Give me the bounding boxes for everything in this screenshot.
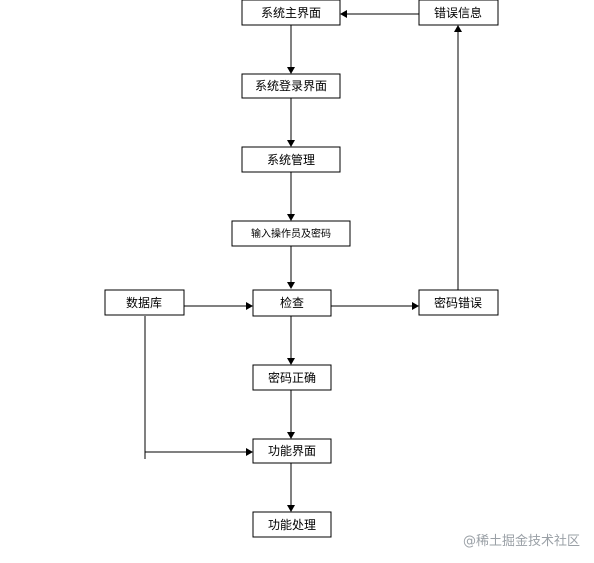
node-password-error: 密码错误 bbox=[418, 289, 499, 316]
edge-login-to-admin bbox=[287, 98, 295, 147]
edge-admin-to-input bbox=[287, 172, 295, 221]
node-function-processing: 功能处理 bbox=[252, 511, 332, 538]
node-input-credentials: 输入操作员及密码 bbox=[231, 220, 351, 247]
node-function-processing-label: 功能处理 bbox=[268, 518, 316, 532]
watermark: @稀土掘金技术社区 bbox=[462, 534, 580, 549]
node-password-error-label: 密码错误 bbox=[434, 295, 482, 310]
edge-check-to-password-correct bbox=[287, 316, 295, 365]
node-check: 检查 bbox=[252, 289, 332, 317]
node-function-ui-label: 功能界面 bbox=[268, 444, 316, 458]
node-system-admin: 系统管理 bbox=[241, 146, 341, 173]
node-function-ui: 功能界面 bbox=[252, 438, 332, 464]
edge-function-ui-to-processing bbox=[287, 463, 295, 512]
node-database-label: 数据库 bbox=[126, 295, 162, 310]
node-database: 数据库 bbox=[104, 289, 185, 316]
node-error-info: 错误信息 bbox=[418, 0, 499, 26]
node-password-correct: 密码正确 bbox=[252, 364, 332, 391]
node-main-ui: 系统主界面 bbox=[241, 0, 341, 26]
node-password-correct-label: 密码正确 bbox=[268, 370, 316, 385]
edge-input-to-check bbox=[287, 246, 295, 289]
edge-main-to-login bbox=[287, 25, 295, 74]
node-check-label: 检查 bbox=[280, 295, 304, 310]
node-login-ui-label: 系统登录界面 bbox=[255, 78, 327, 93]
edge-check-to-password-error bbox=[331, 302, 419, 310]
node-system-admin-label: 系统管理 bbox=[267, 152, 315, 167]
node-main-ui-label: 系统主界面 bbox=[261, 6, 321, 20]
node-error-info-label: 错误信息 bbox=[434, 5, 482, 20]
node-login-ui: 系统登录界面 bbox=[241, 73, 341, 99]
edge-password-error-to-error-info bbox=[454, 25, 462, 290]
node-input-credentials-label: 输入操作员及密码 bbox=[251, 227, 331, 240]
edge-password-correct-to-function-ui bbox=[287, 390, 295, 439]
edge-error-info-to-main bbox=[340, 10, 419, 18]
edge-database-to-check bbox=[184, 302, 253, 310]
edge-database-to-function-ui bbox=[144, 316, 253, 459]
